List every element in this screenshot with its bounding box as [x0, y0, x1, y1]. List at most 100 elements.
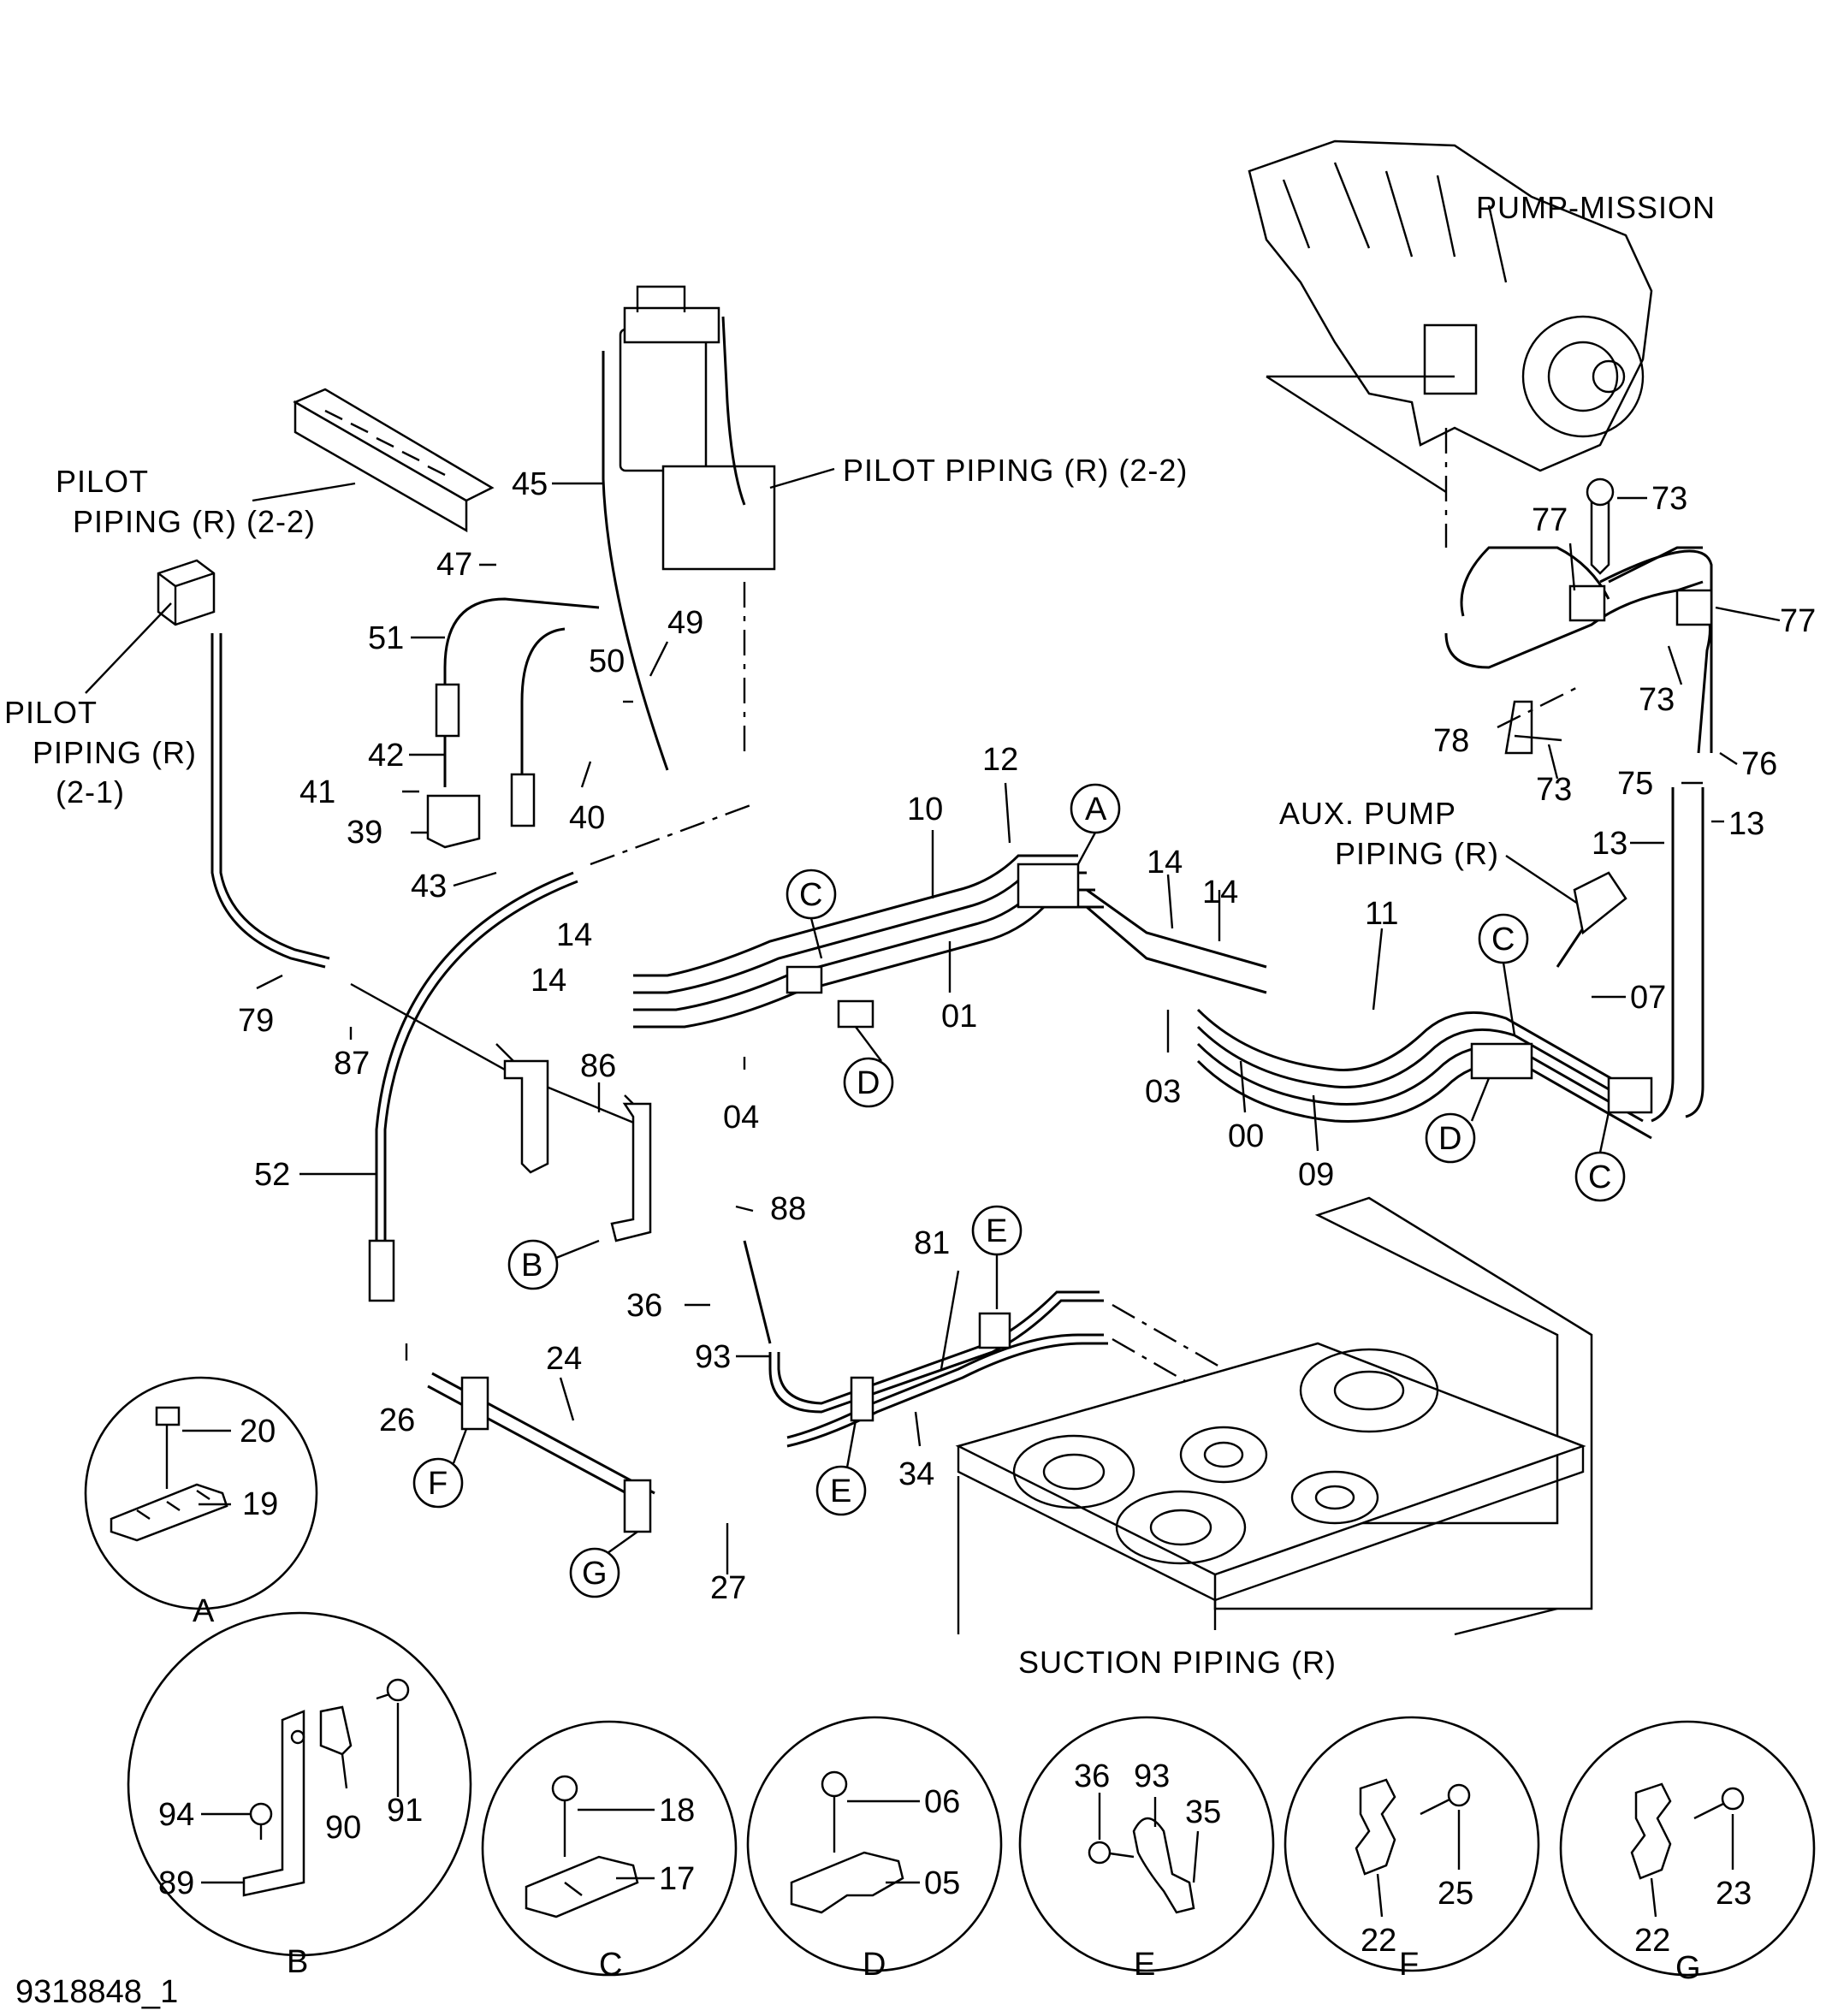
svg-text:D: D — [1438, 1121, 1461, 1157]
detail-b-part-90: 90 — [325, 1810, 361, 1846]
aux-pump-label: AUX. PUMP PIPING (R) — [1279, 796, 1627, 935]
aux-pump-title-line1: AUX. PUMP — [1279, 796, 1456, 831]
detail-f: 22 25 F — [1284, 1716, 1540, 1983]
pump-mission-title: PUMP-MISSION — [1476, 190, 1716, 225]
detail-d-part-06: 06 — [924, 1784, 960, 1820]
detail-b-part-89: 89 — [158, 1865, 194, 1901]
label-13a: 13 — [1592, 826, 1627, 862]
svg-text:G: G — [582, 1556, 608, 1592]
callout-d-2: D — [1425, 1112, 1476, 1164]
detail-c: 18 17 C — [481, 1720, 738, 1983]
detail-f-label: F — [1399, 1947, 1419, 1983]
label-86: 86 — [580, 1048, 616, 1084]
detail-g-label: G — [1675, 1950, 1701, 1986]
label-78: 78 — [1433, 723, 1469, 759]
aux-pump-title-line2: PIPING (R) — [1335, 836, 1499, 871]
label-50: 50 — [589, 643, 625, 679]
svg-text:E: E — [830, 1473, 851, 1509]
label-93: 93 — [695, 1339, 731, 1375]
detail-c-part-18: 18 — [659, 1793, 695, 1829]
callout-e-1: E — [971, 1205, 1023, 1256]
detail-g: 22 23 G — [1559, 1720, 1816, 1986]
detail-d: 06 05 D — [746, 1716, 1003, 1983]
pilot-piping-2-2-left-line1: PILOT — [56, 464, 149, 499]
label-76: 76 — [1741, 746, 1777, 782]
label-39: 39 — [347, 815, 382, 851]
detail-b-part-94: 94 — [158, 1797, 194, 1833]
label-73c: 73 — [1536, 772, 1572, 808]
main-pipe-bundle — [633, 787, 1704, 1140]
svg-text:F: F — [428, 1466, 448, 1502]
label-77b: 77 — [1780, 603, 1816, 639]
pilot-piping-2-1-line1: PILOT — [4, 695, 98, 730]
svg-text:D: D — [857, 1065, 880, 1101]
svg-text:B: B — [521, 1248, 542, 1284]
callout-f: F — [412, 1457, 464, 1509]
label-47: 47 — [436, 547, 472, 583]
callout-c-1: C — [786, 869, 837, 920]
label-13b: 13 — [1728, 806, 1764, 842]
pilot-manifold-block: PILOT PIPING (R) (2-2) — [56, 388, 495, 539]
label-36: 36 — [626, 1288, 662, 1324]
label-24: 24 — [546, 1341, 582, 1377]
label-77a: 77 — [1532, 502, 1568, 538]
svg-text:C: C — [1491, 922, 1515, 958]
detail-d-part-05: 05 — [924, 1865, 960, 1901]
detail-e-part-35: 35 — [1185, 1794, 1221, 1830]
detail-c-part-17: 17 — [659, 1861, 695, 1897]
callout-circles: A C D C D C B E E F G — [412, 783, 1626, 1598]
svg-text:E: E — [986, 1213, 1007, 1249]
suction-tank: SUCTION PIPING (R) — [955, 1196, 1593, 1680]
label-88: 88 — [770, 1191, 806, 1227]
pilot-piping-2-1-line3: (2-1) — [56, 774, 125, 809]
label-34: 34 — [898, 1456, 934, 1492]
pilot-2-1-block: PILOT PIPING (R) (2-1) — [4, 559, 216, 809]
callout-e-2: E — [815, 1465, 867, 1516]
detail-b-label: B — [287, 1944, 308, 1980]
label-04: 04 — [723, 1100, 759, 1135]
label-26: 26 — [379, 1402, 415, 1438]
label-73b: 73 — [1639, 682, 1675, 718]
callout-g: G — [569, 1547, 620, 1598]
label-27: 27 — [710, 1570, 746, 1606]
svg-text:C: C — [1588, 1159, 1611, 1195]
label-73a: 73 — [1651, 481, 1687, 517]
label-81: 81 — [914, 1225, 950, 1261]
label-42: 42 — [368, 738, 404, 774]
callout-c-3: C — [1574, 1151, 1626, 1202]
detail-b: 94 89 90 91 B — [127, 1611, 472, 1980]
detail-d-label: D — [863, 1947, 886, 1983]
pilot-piping-2-2-top-title: PILOT PIPING (R) (2-2) — [843, 453, 1188, 488]
label-14a: 14 — [556, 917, 592, 953]
callout-a: A — [1070, 783, 1121, 834]
label-12: 12 — [982, 742, 1018, 778]
leader-lines — [256, 482, 1781, 1574]
callout-d-1: D — [843, 1057, 894, 1108]
detail-g-part-22: 22 — [1634, 1923, 1670, 1959]
label-52: 52 — [254, 1157, 290, 1193]
detail-e-part-36: 36 — [1074, 1758, 1110, 1794]
detail-e-label: E — [1134, 1947, 1155, 1983]
detail-f-part-25: 25 — [1438, 1876, 1473, 1912]
detail-c-label: C — [599, 1947, 622, 1983]
label-14d: 14 — [1202, 875, 1238, 910]
label-45: 45 — [512, 466, 548, 502]
detail-a-label: A — [193, 1593, 215, 1629]
label-11: 11 — [1365, 896, 1398, 932]
drawing-id: 9318848_1 — [15, 1974, 178, 2010]
label-14c: 14 — [1147, 845, 1183, 881]
label-09: 09 — [1298, 1157, 1334, 1193]
detail-g-part-23: 23 — [1716, 1876, 1752, 1912]
label-51: 51 — [368, 620, 404, 656]
detail-a-part-20: 20 — [240, 1414, 276, 1450]
detail-e-part-93: 93 — [1134, 1758, 1170, 1794]
label-07: 07 — [1630, 980, 1666, 1016]
pilot-valve-assembly: PILOT PIPING (R) (2-2) — [602, 285, 1188, 771]
label-79: 79 — [238, 1003, 274, 1039]
detail-e: 36 93 35 E — [1018, 1716, 1275, 1983]
label-40: 40 — [569, 800, 605, 836]
callout-c-2: C — [1478, 913, 1529, 964]
label-41: 41 — [299, 774, 335, 810]
detail-b-part-91: 91 — [387, 1793, 423, 1829]
